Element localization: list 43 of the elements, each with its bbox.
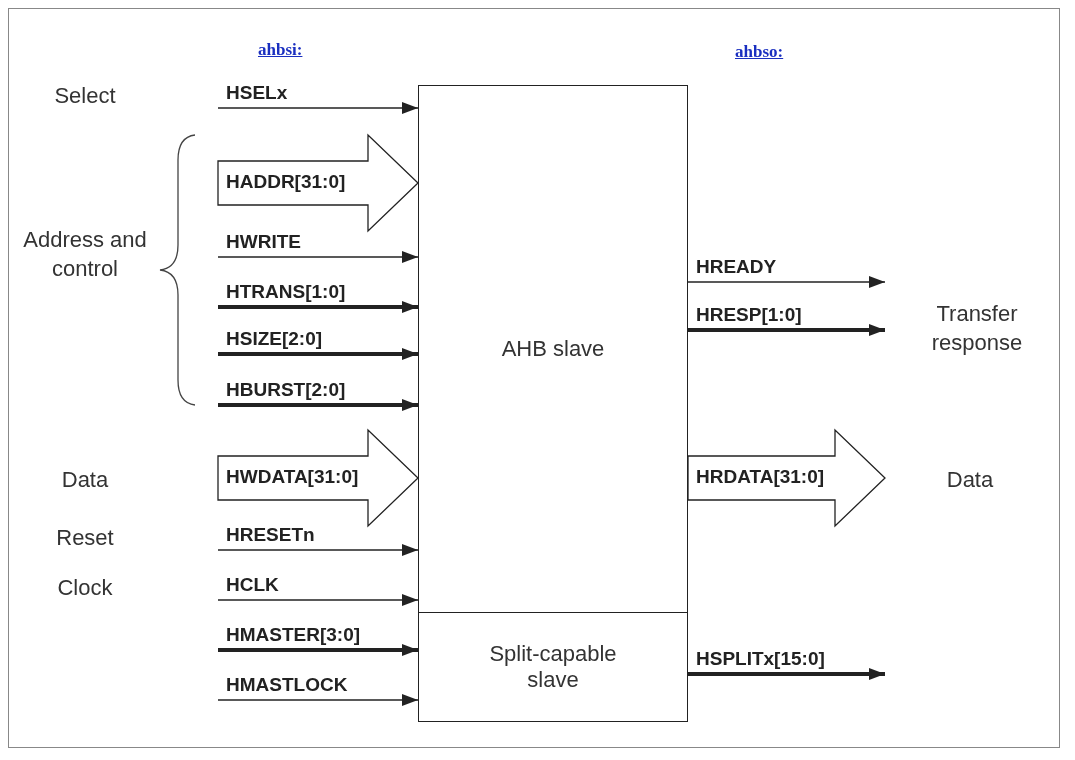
signal-arrow (218, 644, 418, 656)
signal-arrow (218, 301, 418, 313)
signal-name: HADDR[31:0] (226, 171, 346, 193)
block-title: Split-capable slave (488, 640, 618, 694)
signal-name: HTRANS[1:0] (226, 281, 346, 303)
bus-link: ahbso: (735, 42, 784, 62)
bus-arrow (217, 133, 419, 233)
signal-arrow (217, 594, 419, 606)
signal-name: HWRITE (226, 231, 301, 253)
signal-name: HBURST[2:0] (226, 379, 346, 401)
group-label: Data (60, 466, 110, 494)
signal-name: HRDATA[31:0] (696, 466, 825, 488)
signal-arrow (688, 324, 885, 336)
signal-name: HMASTLOCK (226, 674, 348, 696)
block-title: AHB slave (500, 335, 606, 363)
group-label: Select (53, 82, 117, 110)
signal-arrow (217, 544, 419, 556)
group-label: Clock (56, 574, 114, 602)
bus-arrow (217, 428, 419, 528)
signal-arrow (218, 399, 418, 411)
signal-name: HSIZE[2:0] (226, 328, 323, 350)
signal-name: HSPLITx[15:0] (696, 648, 825, 670)
signal-name: HRESP[1:0] (696, 304, 802, 326)
group-label: Data (945, 466, 995, 494)
block-box (418, 85, 688, 613)
signal-name: HMASTER[3:0] (226, 624, 361, 646)
signal-arrow (217, 251, 419, 263)
signal-arrow (687, 276, 886, 288)
signal-name: HCLK (226, 574, 279, 596)
group-label: Transfer response (930, 300, 1024, 357)
signal-arrow (217, 694, 419, 706)
signal-name: HWDATA[31:0] (226, 466, 359, 488)
signal-arrow (688, 668, 885, 680)
bus-link: ahbsi: (258, 40, 303, 60)
bus-arrow (687, 428, 886, 528)
signal-name: HSELx (226, 82, 288, 104)
signal-arrow (218, 348, 418, 360)
signal-name: HRESETn (226, 524, 315, 546)
signal-name: HREADY (696, 256, 777, 278)
group-label: Reset (55, 524, 115, 552)
block-box (418, 612, 688, 722)
group-label: Address and control (22, 226, 148, 283)
signal-arrow (217, 102, 419, 114)
